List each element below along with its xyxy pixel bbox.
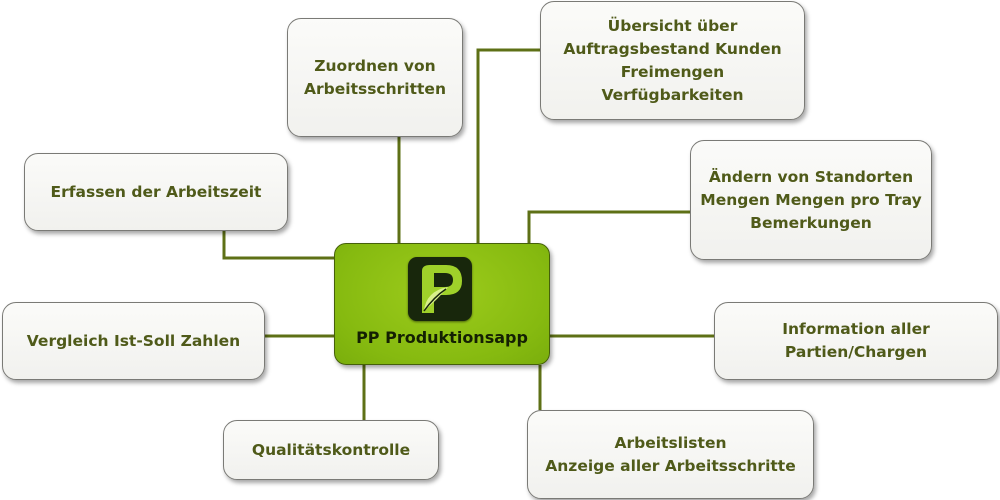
node-erfassen-arbeitszeit: Erfassen der Arbeitszeit <box>24 153 288 231</box>
node-zuordnen-arbeitsschritte: Zuordnen von Arbeitsschritten <box>287 18 463 137</box>
center-node-pp-produktionsapp: PP Produktionsapp <box>334 243 550 365</box>
node-vergleich-ist-soll: Vergleich Ist-Soll Zahlen <box>2 302 265 380</box>
connector-uebersicht <box>476 48 540 243</box>
node-aendern-standorte: Ändern von Standorten Mengen Mengen pro … <box>690 140 932 260</box>
node-uebersicht-auftragsbestand: Übersicht über Auftragsbestand Kunden Fr… <box>540 1 805 120</box>
node-qualitaetskontrolle: Qualitätskontrolle <box>223 420 439 480</box>
connector-erfassen <box>222 231 334 260</box>
center-title: PP Produktionsapp <box>356 328 528 347</box>
node-information-partien: Information aller Partien/Chargen <box>714 302 998 380</box>
pp-leaf-logo-icon <box>408 257 472 321</box>
node-arbeitslisten: Arbeitslisten Anzeige aller Arbeitsschri… <box>527 410 814 499</box>
connector-aendern <box>527 210 690 243</box>
